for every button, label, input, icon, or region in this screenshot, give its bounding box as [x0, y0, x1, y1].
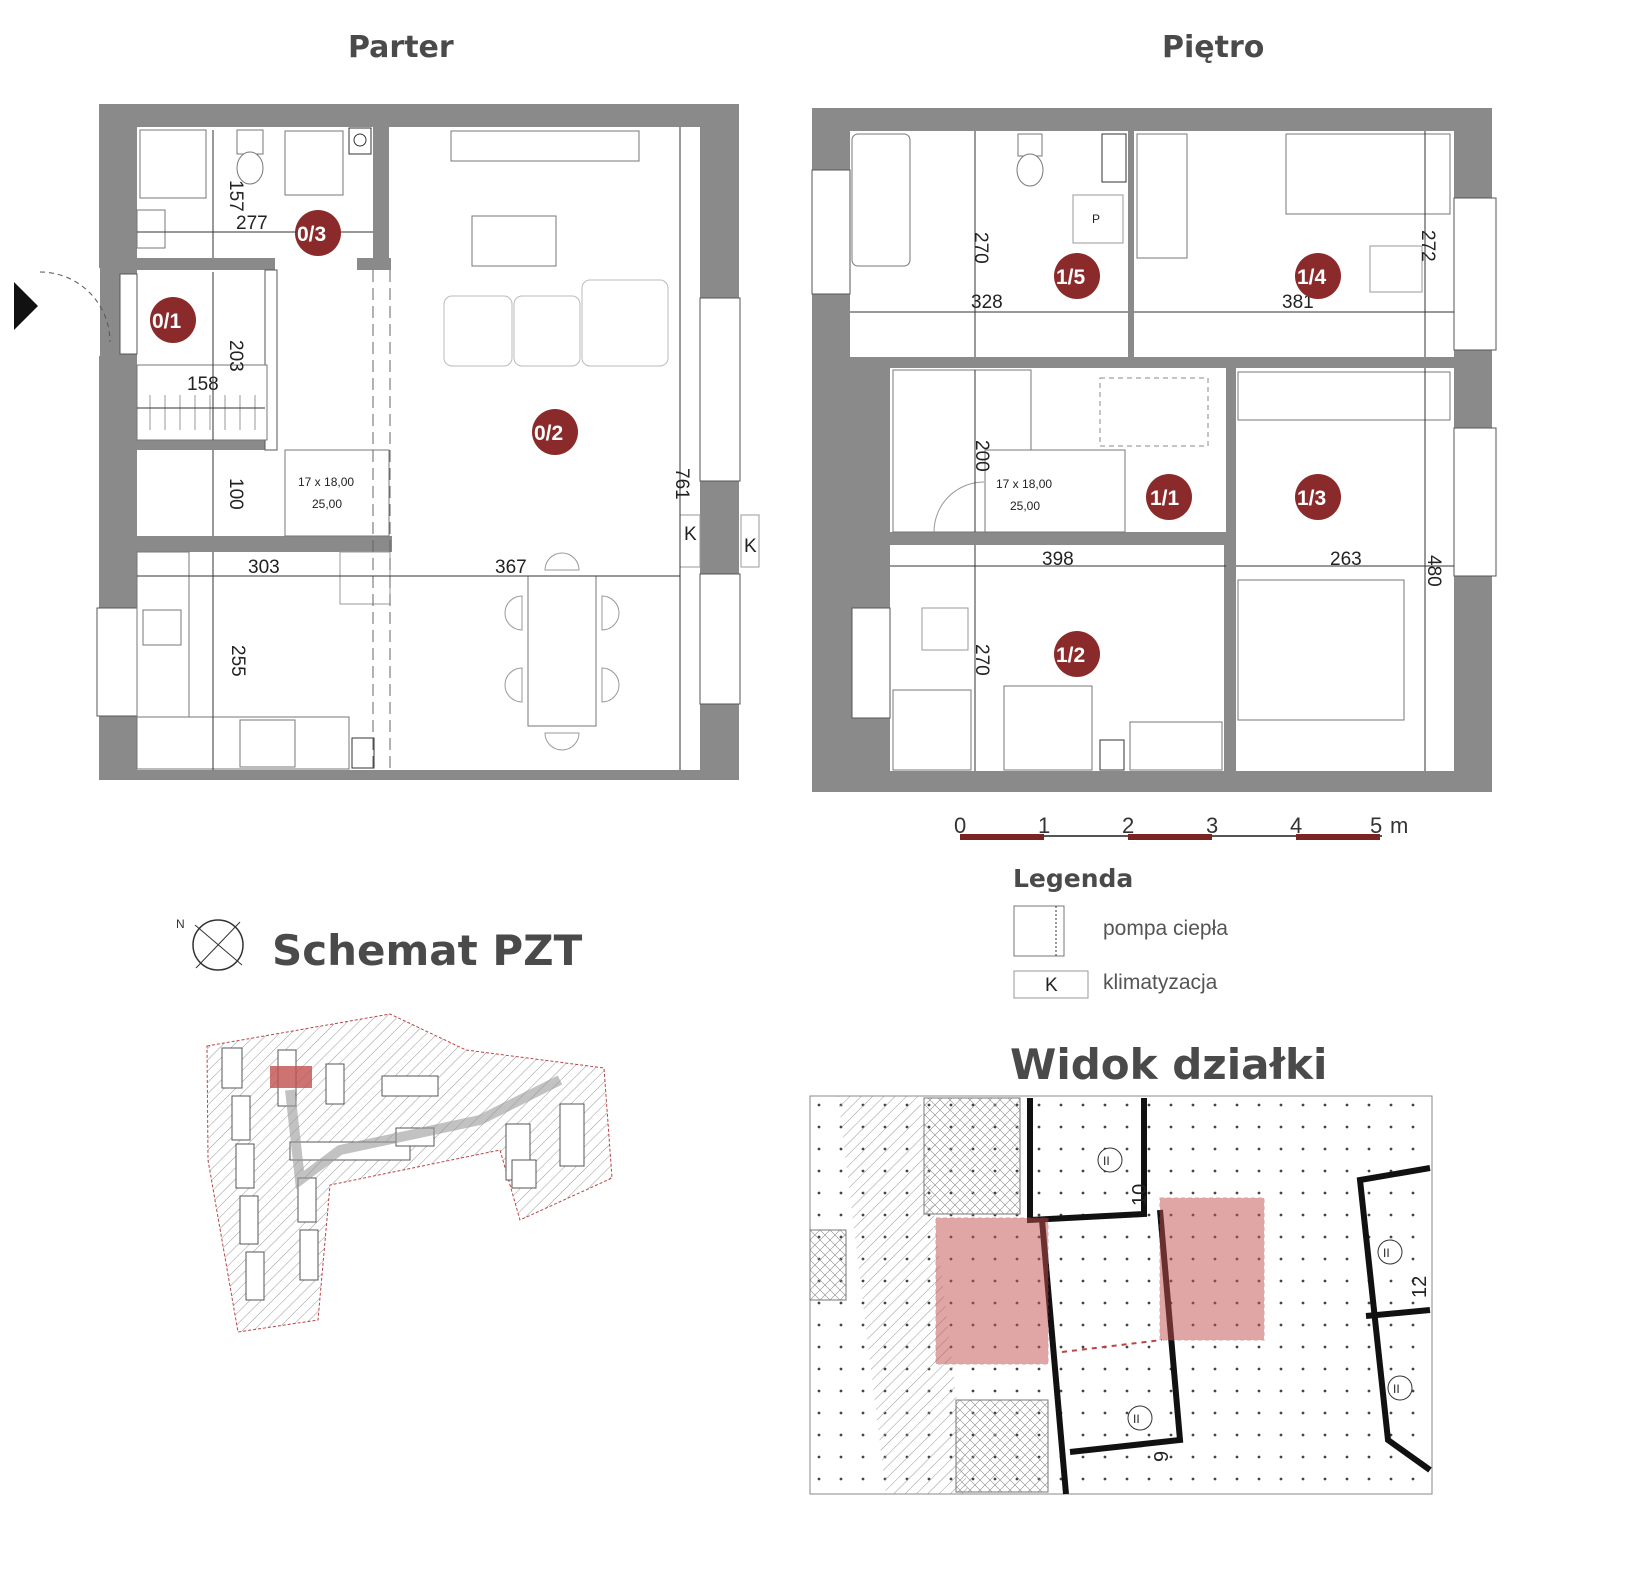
legend-title: Legenda	[1013, 864, 1134, 893]
scale-tick: 2	[1122, 813, 1134, 838]
room-label: 1/3	[1297, 487, 1326, 510]
desk-chair	[1369, 245, 1423, 293]
bed	[1285, 133, 1451, 215]
first-floor-plan: P 270 328 381 272 200	[811, 108, 1497, 792]
room-marker	[295, 210, 341, 256]
dimension-label: 480	[1423, 555, 1444, 587]
sofa	[443, 295, 513, 367]
stairs-label: 17 x 18,00	[996, 477, 1052, 491]
wall	[137, 258, 275, 270]
dimension-label: 157	[225, 180, 246, 212]
dimension-label: 158	[187, 374, 219, 395]
legend: K	[1013, 905, 1089, 999]
room-label: 0/2	[534, 422, 563, 445]
legend-air-conditioning-label: klimatyzacja	[1103, 971, 1218, 994]
compass-icon: N	[176, 917, 244, 971]
dimension-label: 328	[971, 292, 1003, 313]
coffee-table	[471, 215, 557, 267]
wardrobe	[1136, 133, 1188, 259]
room-marker	[532, 409, 578, 455]
scale-unit: m	[1390, 813, 1408, 838]
room-label: 0/1	[152, 310, 182, 333]
plot-number: 10	[1129, 1184, 1151, 1206]
scale-bar: 0 1 2 3 4 5 m	[954, 813, 1408, 840]
scale-tick: 3	[1206, 813, 1218, 838]
bed	[1003, 685, 1093, 771]
stairs-label: 25,00	[312, 497, 342, 511]
room-label: 1/5	[1056, 266, 1086, 289]
svg-text:N: N	[176, 917, 185, 931]
toilet-icon	[1016, 153, 1044, 187]
entrance-arrow-icon	[14, 282, 38, 330]
bed	[1237, 579, 1405, 721]
site-scheme-map	[206, 1013, 613, 1333]
dimension-label: 270	[971, 644, 992, 676]
first-floor-title: Piętro	[1162, 30, 1265, 65]
ground-floor-plan: 277 157 203 158 100 303 255 367 761 17 x…	[14, 104, 760, 780]
room-marker	[1295, 474, 1341, 520]
dimension-label: 200	[971, 440, 992, 472]
cooktop-icon	[239, 719, 296, 768]
dimension-label: 272	[1417, 230, 1438, 262]
room-label: 1/4	[1297, 266, 1327, 289]
room-marker	[1054, 253, 1100, 299]
dimension-label: 255	[227, 645, 248, 677]
ac-mark: K	[744, 536, 757, 557]
legend-heat-pump-label: pompa ciepła	[1103, 917, 1228, 940]
ac-mark: K	[684, 524, 697, 545]
room-label: 1/1	[1150, 487, 1180, 510]
tv-unit	[450, 130, 640, 162]
ground-floor-title: Parter	[348, 30, 454, 65]
dimension-label: 100	[225, 478, 246, 510]
air-conditioning-icon	[1013, 970, 1089, 999]
room-marker	[1146, 474, 1192, 520]
building-marker: II	[1393, 1382, 1400, 1396]
scale-tick: 5	[1370, 813, 1382, 838]
dimension-label: 303	[248, 557, 280, 578]
scale-tick: 0	[954, 813, 966, 838]
dimension-label: 367	[495, 557, 527, 578]
stairs-label: 25,00	[1010, 499, 1040, 513]
scale-tick: 1	[1038, 813, 1050, 838]
plot-view-title: Widok działki	[1010, 1040, 1328, 1089]
dimension-label: 270	[970, 232, 991, 264]
heat-pump-icon	[1099, 739, 1125, 771]
building-marker: II	[1383, 1246, 1390, 1260]
room-marker	[1054, 631, 1100, 677]
dimension-label: 203	[225, 340, 246, 372]
room-label: 0/3	[297, 223, 326, 246]
wardrobe	[1237, 371, 1451, 421]
room-marker	[150, 297, 196, 343]
plot-number: 9	[1151, 1451, 1173, 1462]
staircase	[284, 449, 390, 537]
dimension-label: 381	[1282, 292, 1314, 313]
room-marker	[1295, 253, 1341, 299]
toilet-icon	[236, 151, 264, 185]
desk-chair	[921, 607, 969, 651]
building-marker: II	[1133, 1412, 1140, 1426]
bathtub-icon	[851, 133, 911, 267]
dimension-label: 277	[236, 213, 268, 234]
dimension-label: 761	[671, 468, 692, 500]
heat-pump-icon	[1101, 133, 1127, 183]
p-mark: P	[1092, 212, 1100, 226]
heat-pump-icon	[351, 737, 375, 769]
shower-icon	[139, 129, 207, 199]
ac-symbol: K	[1045, 975, 1058, 996]
room-label: 1/2	[1056, 644, 1085, 667]
plot-view-map: 10 12 9 II II II II	[809, 1095, 1433, 1495]
stairs-label: 17 x 18,00	[298, 475, 354, 489]
washbasin-icon	[284, 130, 344, 196]
scale-tick: 4	[1290, 813, 1302, 838]
dimension-label: 263	[1330, 549, 1362, 570]
site-scheme-title: Schemat PZT	[272, 926, 583, 975]
dimension-label: 398	[1042, 549, 1074, 570]
sink-icon	[142, 609, 182, 646]
plot-number: 12	[1409, 1276, 1431, 1298]
building-marker: II	[1103, 1154, 1110, 1168]
dining-table	[527, 575, 597, 727]
